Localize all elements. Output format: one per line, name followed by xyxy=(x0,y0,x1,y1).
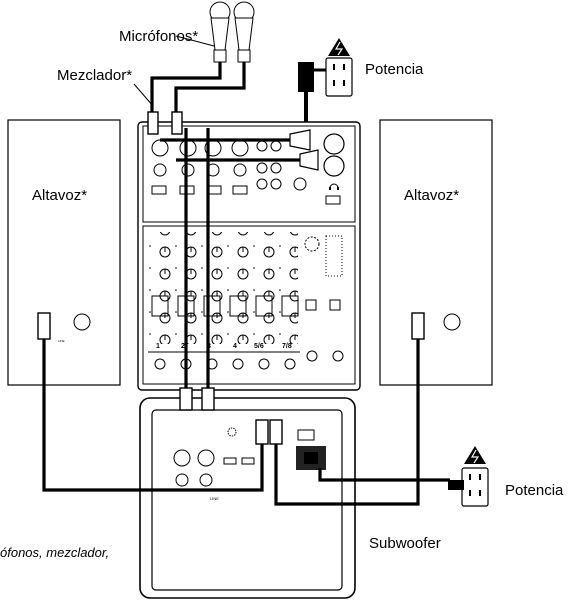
mixer-label: Mezclador* xyxy=(57,67,133,84)
mixer-channel-label: 1 xyxy=(156,343,160,350)
speaker-right xyxy=(379,119,493,386)
mixer-channel-label: 5/6 xyxy=(254,343,264,350)
svg-text:LINE: LINE xyxy=(58,339,65,343)
mixer-channel-label: 7/8 xyxy=(282,343,292,350)
subwoofer-label: Subwoofer xyxy=(369,535,441,552)
svg-text:LINE: LINE xyxy=(210,496,219,501)
power-right-label: Potencia xyxy=(505,482,564,499)
speaker-left: LINE xyxy=(7,119,121,386)
power-outlet-right xyxy=(448,446,489,507)
mixer-channel-label: 2 xyxy=(181,343,185,350)
headphones-icon xyxy=(329,183,339,190)
high-voltage-warning-icon xyxy=(328,38,350,56)
high-voltage-warning-icon xyxy=(464,446,486,464)
connector-plugs xyxy=(37,111,425,445)
power-top-label: Potencia xyxy=(365,61,424,78)
footnote: ófonos, mezclador, xyxy=(0,545,110,560)
microphones xyxy=(209,1,255,63)
speaker-right-label: Altavoz* xyxy=(404,187,460,204)
mixer-channel-label: 4 xyxy=(233,343,237,350)
microphones-label: Micrófonos* xyxy=(119,28,199,45)
mixer: 1 2 3 4 5/6 7/8 xyxy=(137,121,361,391)
subwoofer: LINE xyxy=(139,397,356,599)
speaker-left-label: Altavoz* xyxy=(32,187,88,204)
cables xyxy=(42,62,450,506)
power-outlet-top xyxy=(298,38,353,122)
microphones-pointer xyxy=(175,35,215,47)
mixer-pointer xyxy=(133,83,154,107)
